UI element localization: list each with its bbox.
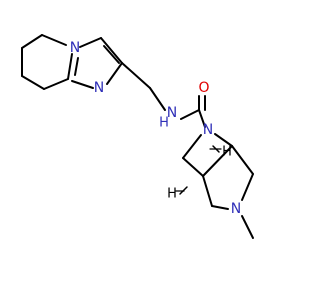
ring-nitrogen-top-label: N <box>203 122 213 138</box>
molecule-diagram: N N N H O N N H H <box>21 34 254 239</box>
amide-nitrogen-label: N <box>167 105 177 121</box>
bond <box>198 109 206 128</box>
bond <box>21 34 43 49</box>
stereo-hydrogen-right-label: H <box>222 145 232 160</box>
bond-lines <box>21 34 254 239</box>
bond <box>67 53 73 80</box>
carbonyl-oxygen-label: O <box>198 80 209 96</box>
stereo-hydrogen-left-label: H <box>167 187 177 202</box>
bond <box>182 157 204 177</box>
bond <box>100 37 123 64</box>
bond <box>241 173 254 201</box>
bond <box>241 215 254 239</box>
bond <box>79 37 102 48</box>
stereo-hash-left <box>175 186 188 195</box>
bond <box>182 134 202 159</box>
ring-nitrogen-bottom-label: N <box>231 201 241 217</box>
bond <box>149 87 166 111</box>
bond <box>71 80 94 89</box>
bond <box>74 57 79 76</box>
bond <box>211 205 229 210</box>
atom-labels: N N N H O N N H H <box>70 40 241 217</box>
bond <box>214 133 233 147</box>
bond <box>121 62 151 89</box>
bond <box>41 34 67 46</box>
stereo-hash-right <box>209 145 222 153</box>
imidazole-nitrogen-top-label: N <box>70 40 80 56</box>
structure-canvas: N N N H O N N H H <box>21 34 254 239</box>
bond <box>43 78 69 90</box>
bond <box>202 145 233 177</box>
bond <box>231 145 254 175</box>
bond <box>21 75 45 90</box>
amide-hydrogen-label: H <box>159 116 169 131</box>
bond <box>103 45 120 64</box>
imidazole-nitrogen-bottom-label: N <box>94 80 104 96</box>
bond <box>180 109 200 120</box>
bond <box>202 175 213 207</box>
bond <box>106 62 123 85</box>
